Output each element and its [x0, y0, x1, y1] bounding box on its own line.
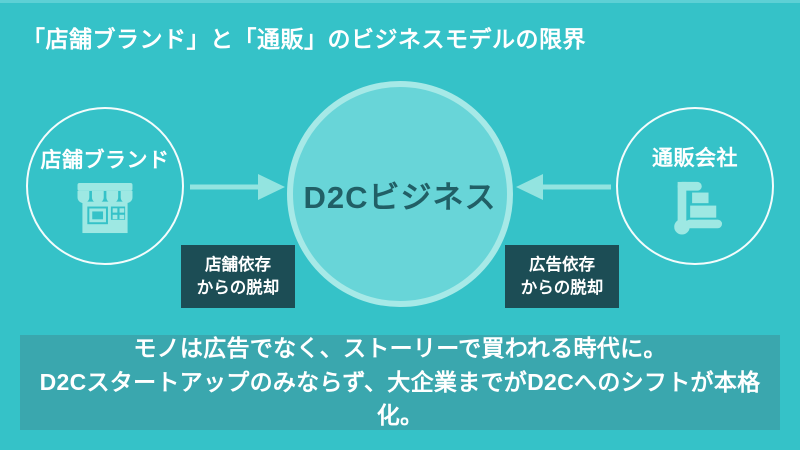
slide-title: 「店舗ブランド」と「通販」のビジネスモデルの限界	[22, 26, 586, 52]
ad-dependence-badge: 広告依存 からの脱却	[505, 245, 619, 308]
mail-order-label: 通販会社	[652, 147, 738, 170]
badge-line: 店舗依存	[205, 256, 271, 275]
hand-truck-icon	[664, 180, 726, 236]
store-brand-label: 店舗ブランド	[40, 148, 170, 172]
arrow-right-icon	[188, 171, 288, 203]
summary-line-2: D2Cスタートアップのみならず、大企業までがD2Cへのシフトが本格化。	[39, 368, 761, 429]
summary-panel: モノは広告でなく、ストーリーで買われる時代に。 D2Cスタートアップのみならず、…	[20, 335, 780, 430]
d2c-business-label: D2Cビジネス	[303, 179, 497, 215]
badge-line: からの脱却	[520, 278, 604, 297]
badge-line: からの脱却	[196, 278, 280, 297]
store-dependence-badge: 店舗依存 からの脱却	[181, 245, 295, 308]
mail-order-node: 通販会社	[616, 107, 774, 265]
summary-line-1: モノは広告でなく、ストーリーで買われる時代に。	[133, 335, 667, 362]
badge-line: 広告依存	[529, 256, 595, 275]
store-brand-node: 店舗ブランド	[26, 107, 184, 265]
storefront-icon	[72, 182, 138, 235]
arrow-left-icon	[513, 171, 613, 203]
d2c-business-node: D2Cビジネス	[287, 81, 513, 307]
top-edge-strip	[0, 0, 800, 3]
